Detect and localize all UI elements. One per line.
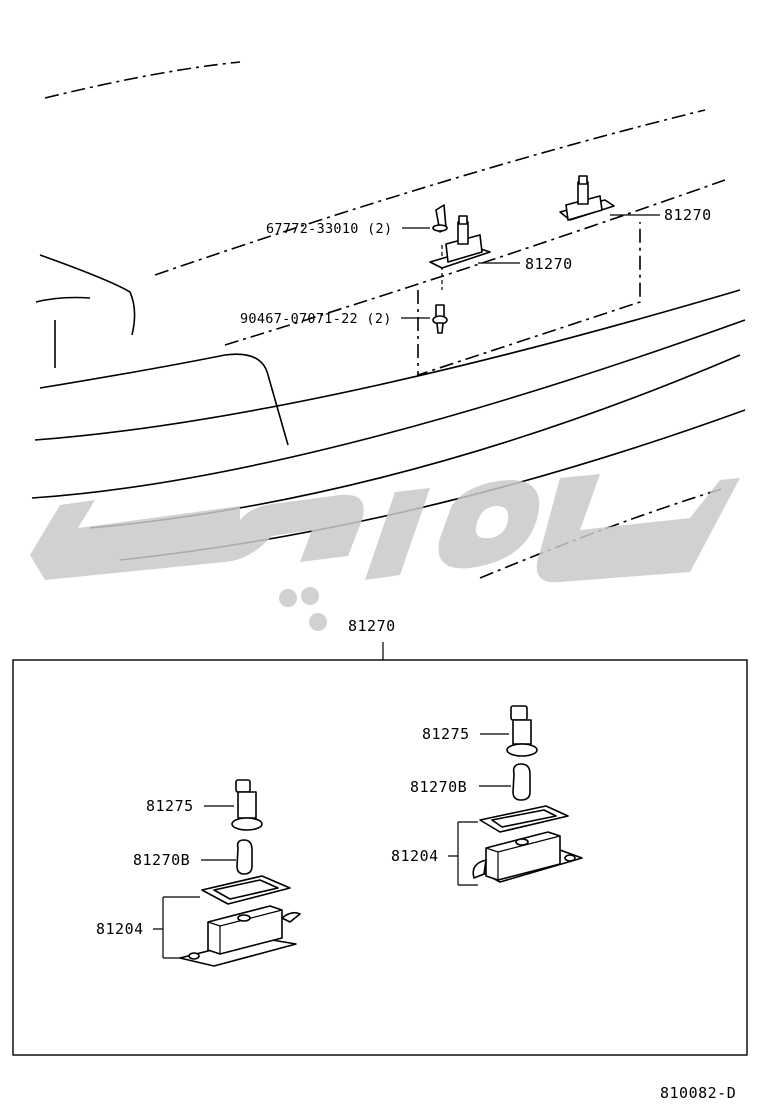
trunk-edge-line — [154, 109, 706, 276]
fender-curve — [39, 254, 136, 336]
left-housing — [179, 905, 301, 967]
clip-fastener — [432, 204, 448, 233]
right-lens — [512, 763, 531, 801]
leader-right-housing — [448, 821, 478, 886]
watermark-logo — [30, 474, 740, 631]
license-recess-top-line — [224, 179, 726, 346]
right-housing — [472, 831, 583, 883]
fender-detail — [35, 296, 91, 303]
taillight-outline — [39, 353, 289, 446]
center-license-lamp — [429, 215, 491, 269]
label-screw-part: 90467-07071-22 (2) — [240, 311, 392, 327]
label-right-lamp: 81270 — [664, 206, 712, 224]
roof-edge-line — [44, 61, 241, 99]
label-left-housing: 81204 — [96, 920, 144, 938]
right-bulb — [506, 705, 538, 757]
label-right-lens: 81270B — [410, 778, 467, 796]
leader-left-housing — [153, 896, 200, 959]
bumper-upper-line — [34, 289, 741, 441]
label-right-housing: 81204 — [391, 847, 439, 865]
bumper-middle-line — [31, 319, 746, 499]
label-clip-part: 67772-33010 (2) — [266, 221, 392, 237]
label-assembly-header: 81270 — [348, 617, 396, 635]
left-bulb — [231, 779, 263, 831]
under-panel-line — [479, 487, 726, 579]
screw-fastener — [432, 304, 448, 334]
right-license-lamp — [559, 175, 615, 221]
label-right-bulb: 81275 — [422, 725, 470, 743]
label-center-lamp: 81270 — [525, 255, 573, 273]
left-gasket — [201, 875, 291, 905]
figure-code: 810082-D — [660, 1084, 736, 1102]
license-plate-area — [417, 222, 641, 377]
assembly-box — [12, 659, 748, 1056]
right-gasket — [479, 805, 569, 833]
left-lens — [236, 839, 253, 875]
label-left-bulb: 81275 — [146, 797, 194, 815]
label-left-lens: 81270B — [133, 851, 190, 869]
